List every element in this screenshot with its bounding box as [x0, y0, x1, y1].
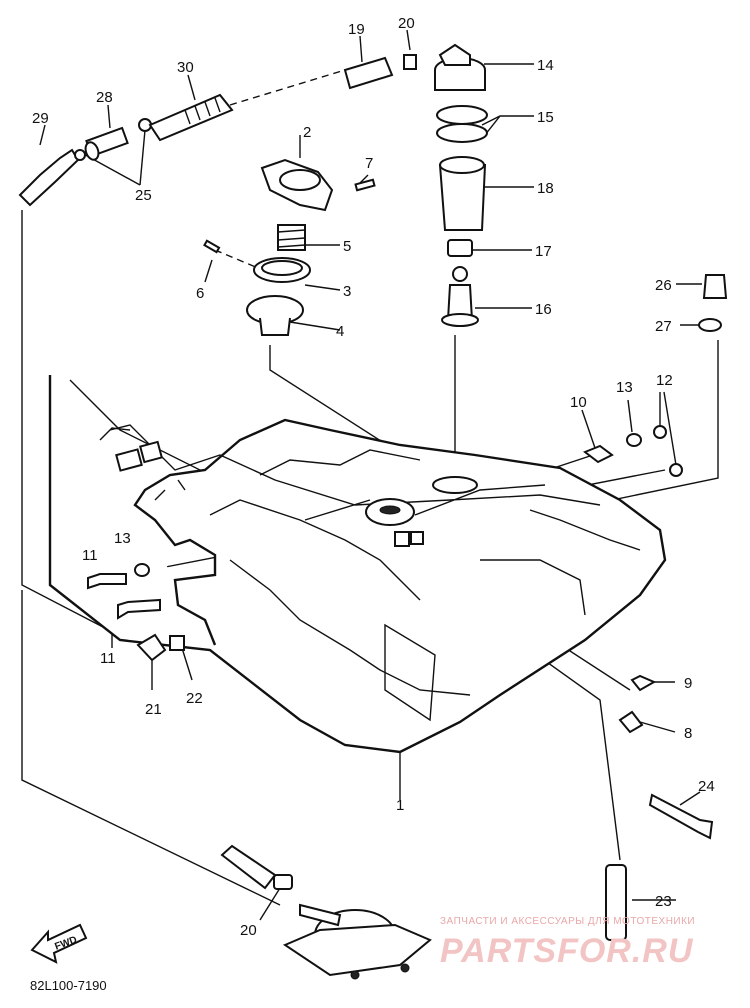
callout-15: 15: [537, 109, 554, 126]
callout-11-left: 11: [82, 547, 98, 564]
callout-17: 17: [535, 243, 552, 260]
callout-labels: 1 2 3 4 5 6 7 8 9 10 11 11 12 13 13 14 1…: [32, 15, 715, 939]
callout-5: 5: [343, 238, 351, 255]
watermark-subtitle: ЗАПЧАСТИ И АКСЕССУАРЫ ДЛЯ МОТОТЕХНИКИ: [440, 916, 695, 927]
callout-30: 30: [177, 59, 194, 76]
callout-11-lower: 11: [100, 650, 116, 667]
callout-19: 19: [348, 21, 365, 38]
callout-23: 23: [655, 893, 672, 910]
callout-29: 29: [32, 110, 49, 127]
forward-arrow-icon: FWD: [30, 923, 88, 964]
callout-7: 7: [365, 155, 373, 172]
callout-12: 12: [656, 372, 673, 389]
callout-8: 8: [684, 725, 692, 742]
drawing-code: 82L100-7190: [30, 978, 107, 993]
callout-6: 6: [196, 285, 204, 302]
callout-28: 28: [96, 89, 113, 106]
callout-16: 16: [535, 301, 552, 318]
watermark: ЗАПЧАСТИ И АКСЕССУАРЫ ДЛЯ МОТОТЕХНИКИ PA…: [440, 916, 695, 970]
callout-10: 10: [570, 394, 587, 411]
callout-18: 18: [537, 180, 554, 197]
callout-1: 1: [396, 797, 404, 814]
callout-25: 25: [135, 187, 152, 204]
callout-13-right: 13: [616, 379, 633, 396]
parts: [18, 43, 728, 980]
callout-14: 14: [537, 57, 554, 74]
callout-27: 27: [655, 318, 672, 335]
callout-21: 21: [145, 701, 162, 718]
callout-4: 4: [336, 323, 344, 340]
callout-26: 26: [655, 277, 672, 294]
callout-20-top: 20: [398, 15, 415, 32]
callout-13-left: 13: [114, 530, 131, 547]
callout-9: 9: [684, 675, 692, 692]
callout-20-bottom: 20: [240, 922, 257, 939]
callout-3: 3: [343, 283, 351, 300]
watermark-brand: PARTSFOR.RU: [440, 932, 694, 970]
callout-2: 2: [303, 124, 311, 141]
callout-24: 24: [698, 778, 715, 795]
fuel-tank-body: [48, 375, 667, 754]
callout-22: 22: [186, 690, 203, 707]
